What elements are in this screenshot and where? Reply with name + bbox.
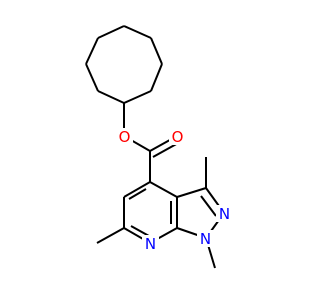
pyrazole-n2-background (216, 205, 233, 222)
bond-ring8-6 (150, 37, 163, 65)
pyridine-n-label: N (145, 235, 156, 253)
bond-c6-n7-inner (130, 225, 150, 237)
carbonyl-oxygen-background (169, 128, 186, 145)
bond-ring8-1 (97, 90, 125, 104)
bond-c3a-c4 (149, 181, 178, 198)
bond-c3-n2-inner (200, 195, 217, 217)
molecule-diagram: O O N N N (85, 25, 233, 269)
bond-ring8-8 (123, 90, 152, 104)
ester-oxygen-label: O (119, 128, 131, 146)
pyridine-n-background (142, 235, 159, 252)
bond-ring8-4 (97, 25, 125, 39)
cyclooctane-ring (85, 25, 163, 104)
pyridine-ring (123, 181, 178, 244)
pyrazole-n1-label: N (200, 230, 211, 248)
pyrazole-n2-label: N (219, 205, 230, 223)
ester-oxygen-background (116, 128, 133, 145)
pyrazole-n1-background (197, 230, 214, 247)
bond-ring8-2 (85, 63, 99, 92)
bond-c4-c5-inner (128, 188, 147, 200)
bond-ring8-7 (150, 63, 163, 92)
bond-c3a-c3 (176, 187, 207, 198)
bond-c4-c5 (123, 181, 151, 198)
bond-ring8-5 (123, 25, 152, 39)
atom-labels: O O N N N (116, 128, 233, 253)
bond-c6-methyl (96, 227, 125, 244)
carbonyl-oxygen-label: O (172, 128, 184, 146)
bond-ring8-3 (85, 37, 99, 65)
